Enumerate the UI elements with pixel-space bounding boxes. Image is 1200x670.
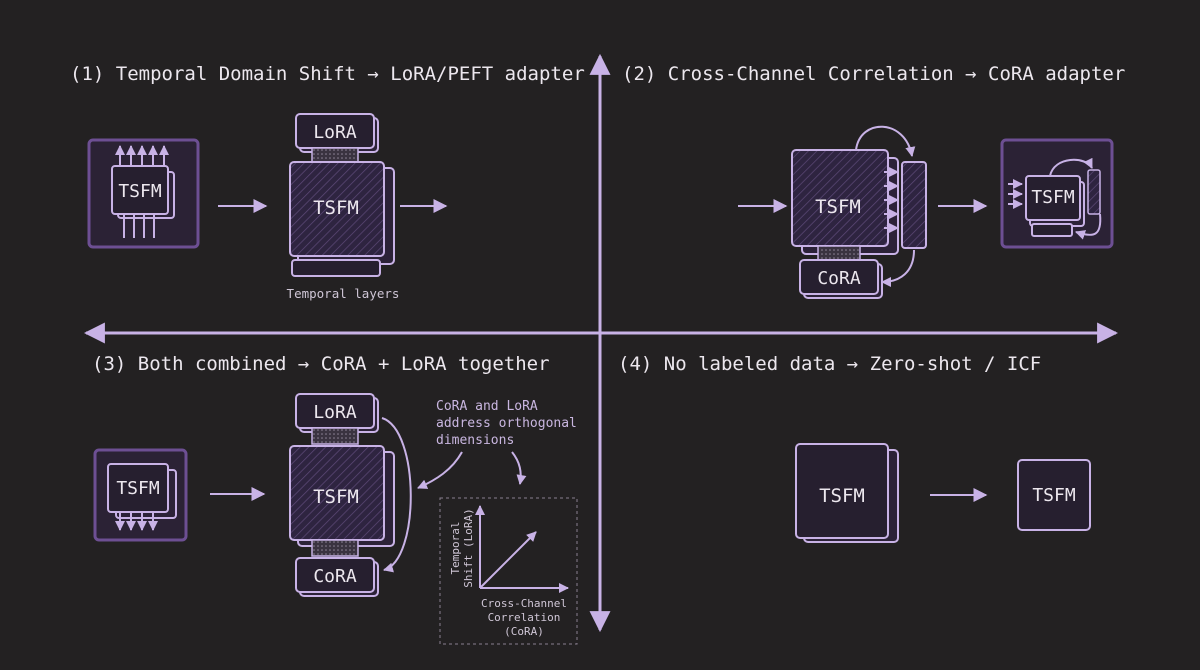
q3-inset-y-label-1: Temporal — [449, 522, 462, 575]
q1-model-box — [289, 161, 385, 257]
q1-input-box — [111, 165, 169, 215]
q2-model-label: TSFM — [815, 196, 861, 218]
q4-output-label: TSFM — [1032, 485, 1076, 506]
q3-note-line-3: dimensions — [436, 433, 514, 448]
q3-note-arrow-down — [511, 451, 527, 485]
q2-output-label: TSFM — [1031, 187, 1075, 208]
q2-cora-box — [799, 259, 879, 295]
q3-note-line-1: CoRA and LoRA — [436, 399, 538, 414]
q3-inset-x-label-3: (CoRA) — [504, 625, 544, 638]
q2-diagram: TSFM CoRA TSFM — [738, 125, 1114, 299]
q2-neck — [817, 245, 861, 261]
q3-title: (3) Both combined → CoRA + LoRA together — [92, 353, 550, 375]
q4-title: (4) No labeled data → Zero-shot / ICF — [618, 353, 1041, 375]
q3-inset-frame — [439, 497, 578, 645]
q2-output-arrows-icon — [1008, 179, 1023, 209]
q2-channel-arrows-icon — [884, 167, 899, 233]
q3-inset-x-label-1: Cross-Channel — [481, 597, 567, 610]
q2-cora-label: CoRA — [817, 268, 861, 289]
q3-cora-label: CoRA — [313, 566, 357, 587]
q3-diagram: TSFM LoRA TSFM CoRA CoRA and LoRA addres… — [93, 393, 578, 645]
axes — [83, 53, 1119, 633]
q3-lora-label: LoRA — [313, 402, 357, 423]
q1-diagram: TSFM LoRA TSFM Temporal layers — [87, 113, 448, 301]
q1-caption: Temporal layers — [287, 286, 400, 301]
q3-loop-arrow — [381, 417, 412, 573]
q4-output-box — [1017, 459, 1091, 531]
q3-input-label: TSFM — [116, 478, 160, 499]
q3-inset-diagonal — [479, 531, 537, 589]
q1-bottom-layer — [291, 259, 381, 277]
q1-title: (1) Temporal Domain Shift → LoRA/PEFT ad… — [70, 63, 585, 85]
q1-input-down-lines — [123, 214, 155, 238]
q2-title: (2) Cross-Channel Correlation → CoRA ada… — [622, 63, 1125, 85]
q2-output-box — [1025, 175, 1081, 221]
q3-input-box — [107, 463, 169, 513]
q3-cora-box — [295, 557, 375, 593]
q4-model-label: TSFM — [819, 485, 865, 507]
q3-inset-x-label-2: Correlation — [488, 611, 561, 624]
q1-model-label: TSFM — [313, 197, 359, 219]
q4-diagram: TSFM TSFM — [795, 443, 1091, 543]
q1-lora-label: LoRA — [313, 122, 357, 143]
q3-note-arrow-left — [417, 451, 463, 489]
q3-input-down-arrows-icon — [115, 512, 158, 531]
q1-input-up-arrows-icon — [115, 145, 169, 166]
q2-loop-arrow-top — [855, 125, 916, 157]
q3-inset-y-label-2: Shift (LoRA) — [462, 508, 475, 587]
q2-loop-arrow-bottom — [881, 249, 915, 287]
q3-note-line-2: address orthogonal — [436, 416, 577, 431]
q4-model-box — [795, 443, 889, 539]
q1-input-label: TSFM — [118, 181, 162, 202]
q2-correlation-bar — [901, 161, 927, 249]
q3-model-label: TSFM — [313, 486, 359, 508]
